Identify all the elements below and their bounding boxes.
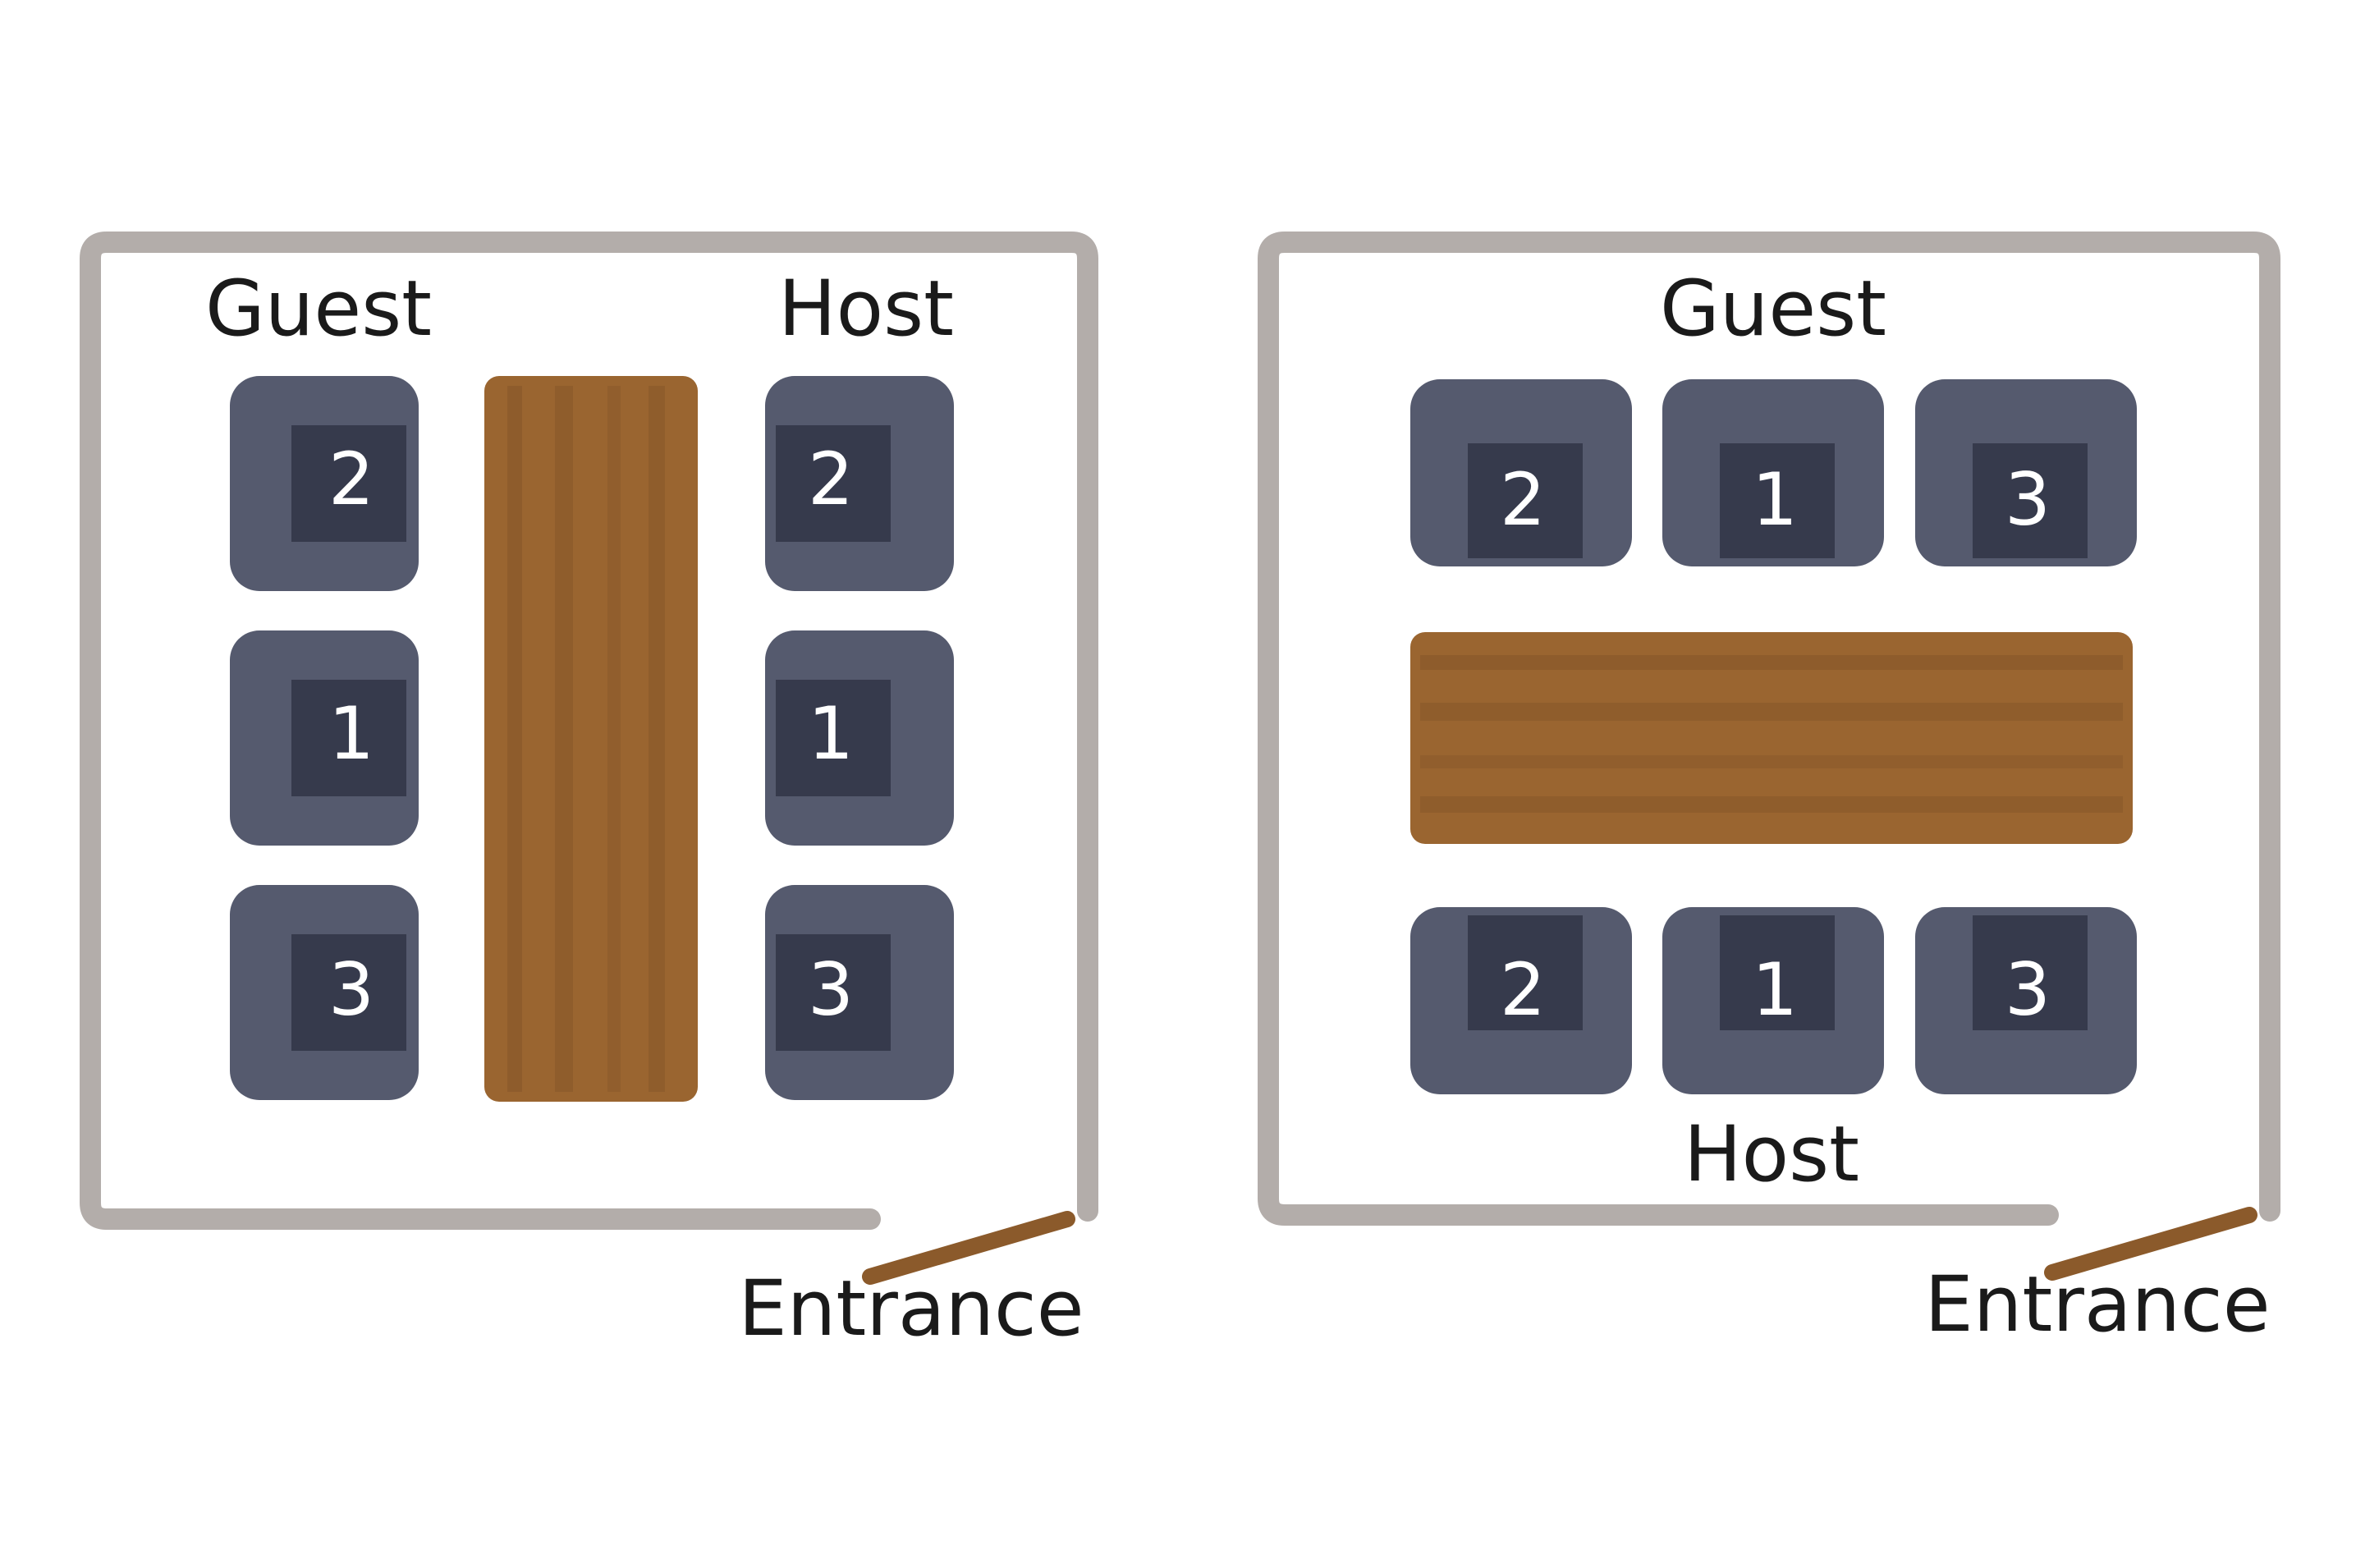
room-1-table [484, 376, 698, 1102]
room-2: Guest Host Entrance 2 1 3 [1258, 232, 2280, 1350]
room-2-door [2044, 1207, 2257, 1281]
seat-number: 2 [1500, 947, 1546, 1032]
room-2-guest-chair-3: 3 [1915, 379, 2137, 566]
room-1-host-chair-3: 3 [765, 885, 954, 1100]
seat-number: 2 [1500, 457, 1546, 542]
room-1-guest-chair-1: 2 [230, 376, 419, 591]
room-2-host-chair-2: 1 [1662, 907, 1884, 1094]
room-1-wall [80, 232, 1098, 1230]
room-1-guest-chair-2: 1 [230, 630, 419, 846]
room-2-host-label: Host [1684, 1110, 1859, 1199]
seat-number: 3 [2005, 947, 2051, 1032]
room-2-host-chair-3: 3 [1915, 907, 2137, 1094]
seat-number: 3 [2005, 457, 2051, 542]
room-2-table [1410, 632, 2133, 844]
room-1: Guest Host Entrance 2 1 3 [80, 232, 1098, 1354]
seat-number: 1 [1752, 947, 1798, 1032]
seat-number: 2 [808, 437, 854, 521]
room-1-door [862, 1211, 1075, 1285]
room-1-host-label: Host [778, 264, 954, 354]
seat-number: 3 [808, 947, 854, 1032]
seat-number: 2 [328, 437, 374, 521]
seat-number: 1 [328, 691, 374, 776]
room-2-host-chair-1: 2 [1410, 907, 1632, 1094]
room-1-host-chair-1: 2 [765, 376, 954, 591]
room-2-guest-chair-2: 1 [1662, 379, 1884, 566]
seat-number: 1 [808, 691, 854, 776]
room-2-wall [1258, 232, 2280, 1226]
room-2-guest-chair-1: 2 [1410, 379, 1632, 566]
room-2-guest-label: Guest [1660, 264, 1886, 354]
seat-number: 1 [1752, 457, 1798, 542]
room-1-host-chair-2: 1 [765, 630, 954, 846]
room-2-entrance-label: Entrance [1924, 1260, 2270, 1350]
room-1-guest-chair-3: 3 [230, 885, 419, 1100]
room-1-guest-label: Guest [205, 264, 432, 354]
seat-number: 3 [328, 947, 374, 1032]
room-1-entrance-label: Entrance [738, 1264, 1084, 1354]
